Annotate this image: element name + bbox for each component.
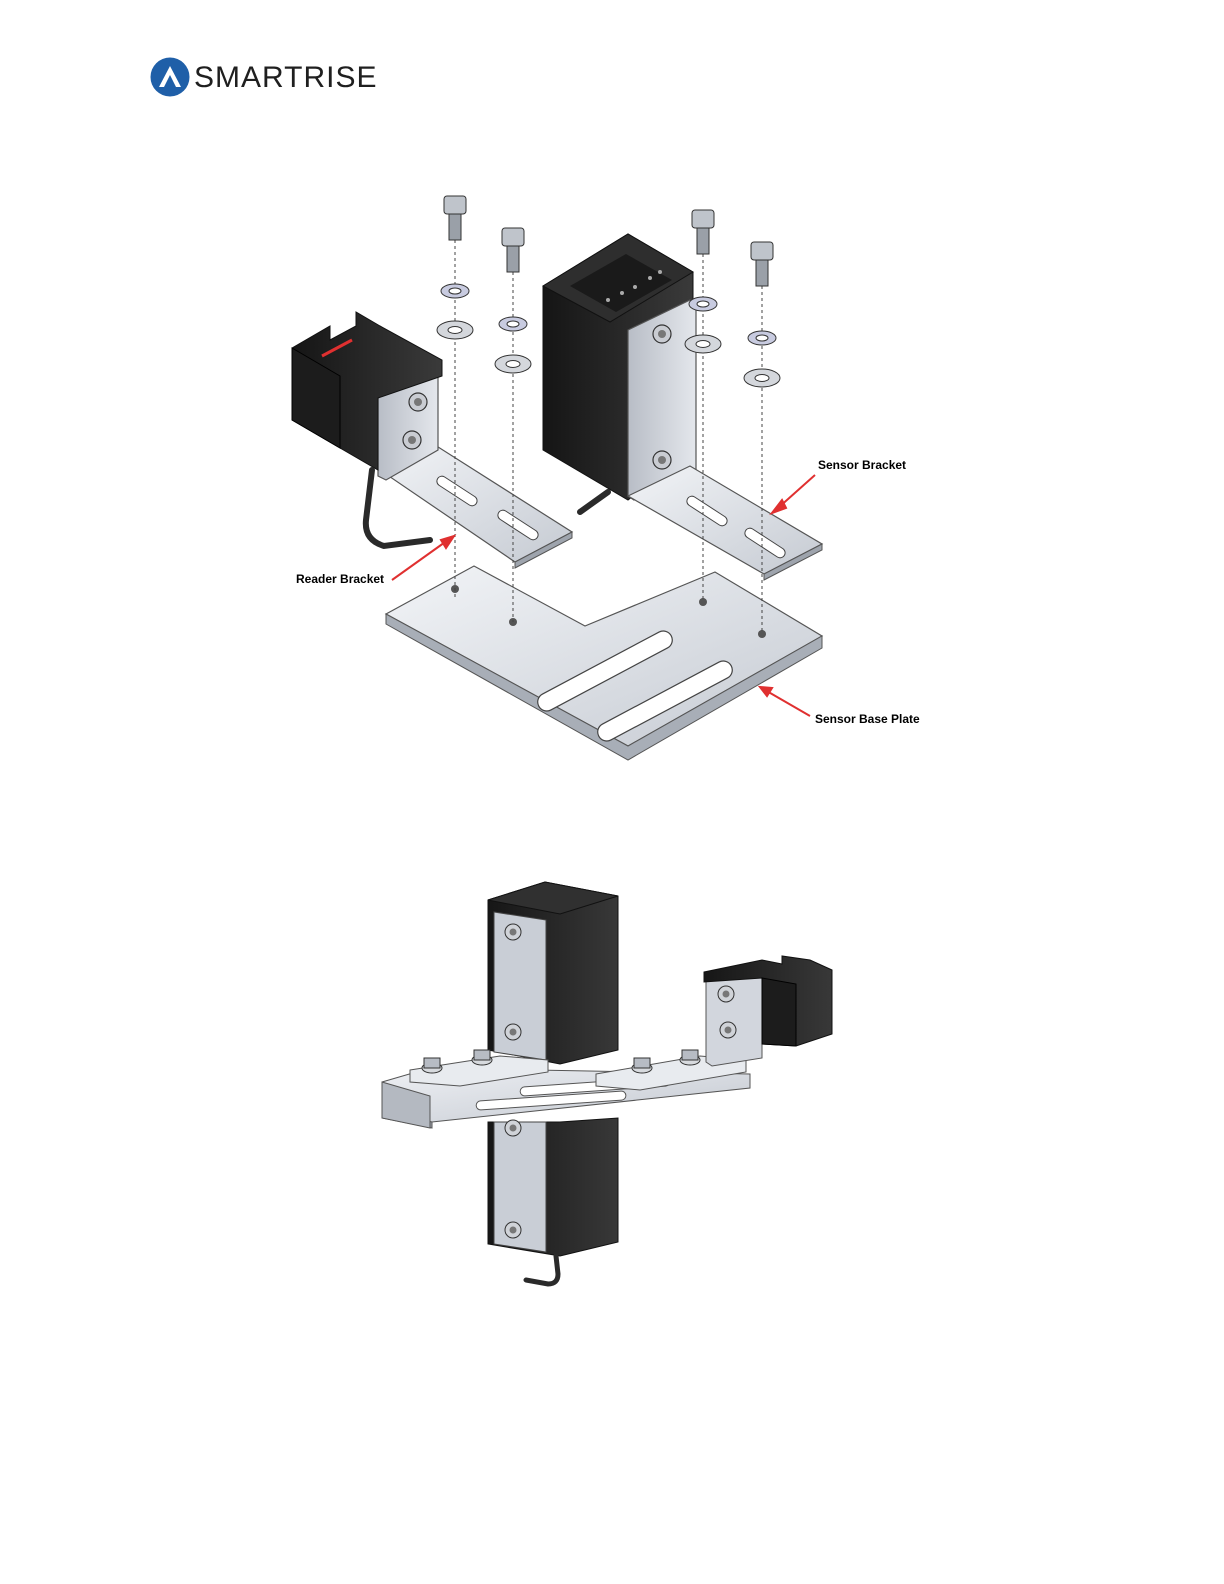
sensor-base-plate-arrow [765, 690, 810, 716]
assembled-reader-bracket [596, 974, 762, 1090]
assembled-sensor-cable [526, 1256, 558, 1284]
sensor-base-plate-label: Sensor Base Plate [815, 712, 920, 726]
assembled-sensor-diagram [0, 860, 1224, 1300]
sensor-bracket [628, 300, 822, 580]
sensor-base-plate [386, 566, 822, 760]
sensor-cable [580, 492, 608, 512]
reader-bracket-label: Reader Bracket [296, 572, 384, 586]
assembled-main-sensor-lower [488, 1118, 618, 1284]
exploded-assembly-diagram [0, 0, 1224, 800]
sensor-bracket-label: Sensor Bracket [818, 458, 906, 472]
hardware-stack-4 [744, 242, 780, 634]
assembled-main-sensor [488, 882, 618, 1064]
